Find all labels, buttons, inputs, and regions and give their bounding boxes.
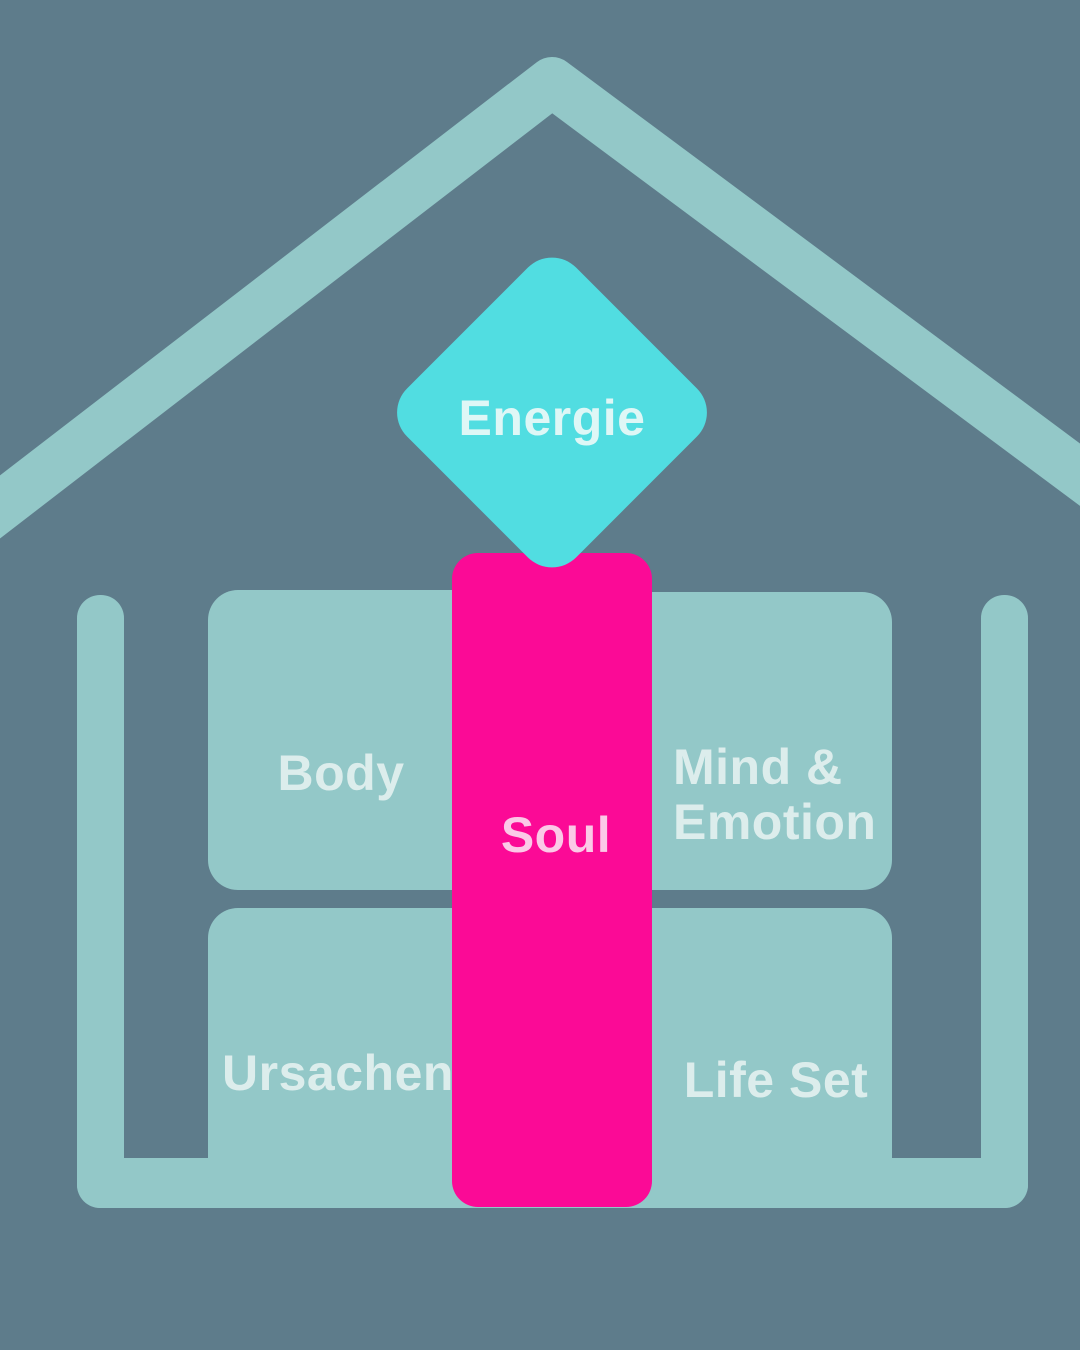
energy-label: Energie	[459, 390, 646, 446]
mind-emotion-label-line2: Emotion	[673, 794, 876, 850]
roof-outline	[0, 57, 1080, 539]
ursachen-label: Ursachen	[222, 1045, 454, 1101]
body-label: Body	[278, 745, 405, 801]
soul-label: Soul	[501, 807, 611, 863]
soul-bar	[452, 553, 652, 1207]
life-set-label: Life Set	[684, 1052, 869, 1108]
energy-diamond	[397, 257, 707, 568]
left-wall	[77, 595, 124, 1208]
right-wall	[981, 595, 1028, 1208]
mind-emotion-label-line1: Mind &	[673, 739, 843, 795]
